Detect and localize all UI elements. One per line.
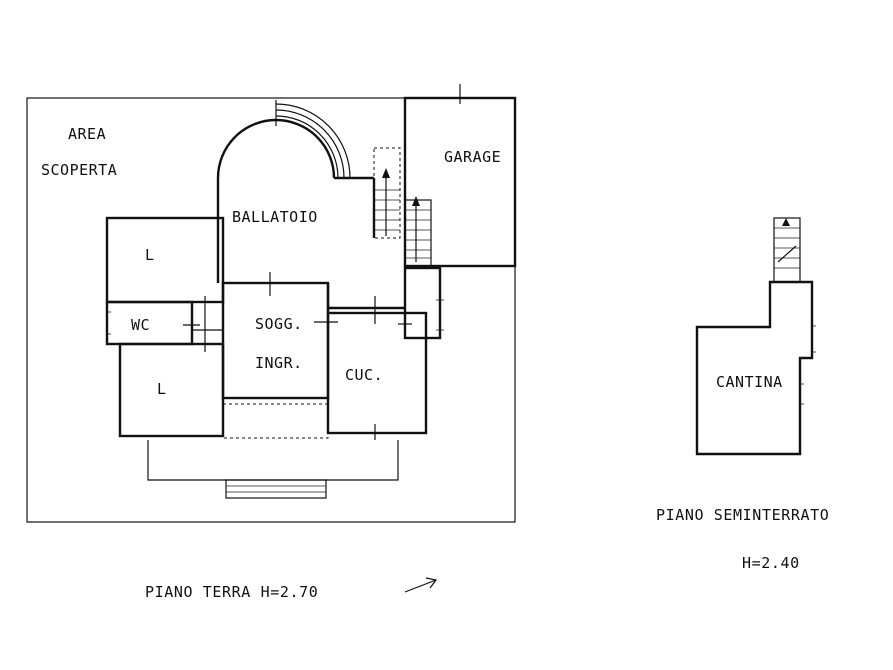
room-label-cuc: CUC. xyxy=(345,366,383,384)
arrow-icon xyxy=(404,577,438,593)
room-label-l-top: L xyxy=(145,246,155,264)
room-label-wc: WC xyxy=(131,316,150,334)
area-label-line2: SCOPERTA xyxy=(41,161,117,179)
room-label-garage: GARAGE xyxy=(444,148,501,166)
room-label-sogg: SOGG. xyxy=(255,315,303,333)
ground-floor-plan: AREA SCOPERTA BALLATOIO GARAGE L WC SOGG… xyxy=(26,84,517,601)
garage-stairs xyxy=(404,196,432,267)
room-label-ingr: INGR. xyxy=(255,354,303,372)
room-label-cantina: CANTINA xyxy=(716,373,783,391)
basement-caption: PIANO SEMINTERRATO xyxy=(656,506,829,524)
house-outline xyxy=(105,84,517,499)
ground-floor-caption: PIANO TERRA H=2.70 xyxy=(145,583,318,601)
area-label-line1: AREA xyxy=(68,125,106,143)
room-label-l-bottom: L xyxy=(157,380,167,398)
cantina-outline xyxy=(695,280,814,456)
basement-stairs xyxy=(773,217,801,283)
room-label-ballatoio: BALLATOIO xyxy=(232,208,318,226)
lot-boundary xyxy=(26,97,516,523)
basement-height: H=2.40 xyxy=(742,554,800,572)
balcony-stairs xyxy=(373,147,401,239)
basement-plan: CANTINA PIANO SEMINTERRATO H=2.40 xyxy=(656,217,829,572)
